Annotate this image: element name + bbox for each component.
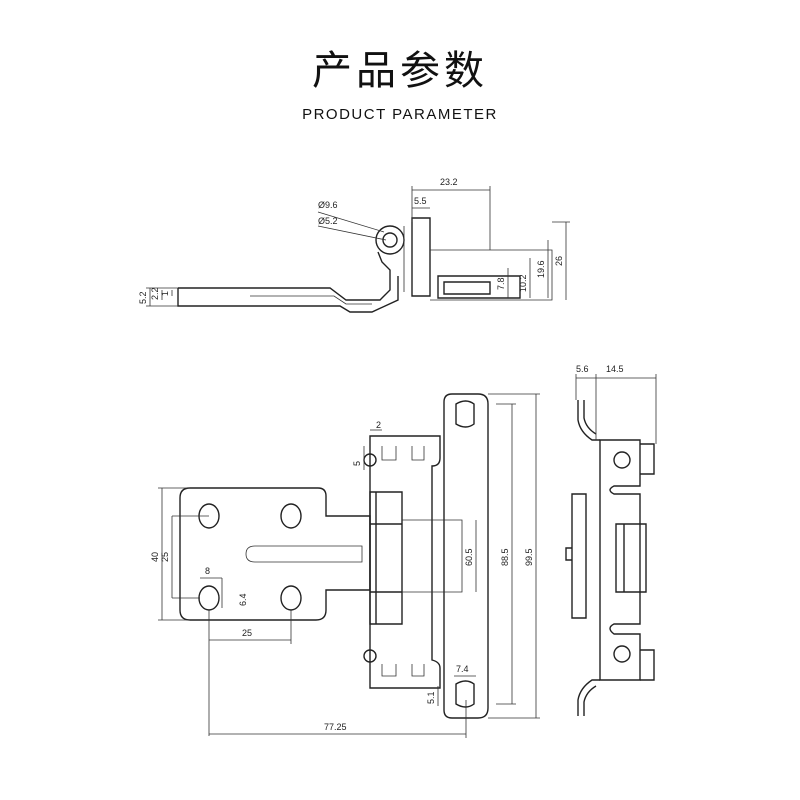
dim-7-8: 7.8 [496,277,506,290]
page-title: 产品参数 [312,48,488,94]
left-leaf-slot [245,545,363,563]
dim-99-5: 99.5 [524,548,534,566]
dim-77-25: 77.25 [324,722,347,732]
dim-2: 2 [376,420,381,430]
dim-19-6: 19.6 [536,260,546,278]
dim-8: 8 [205,566,210,576]
dim-5-2: 5.2 [138,291,148,304]
dim-5-1: 5.1 [426,691,436,704]
dim-5-5: 5.5 [414,196,427,206]
side-knuckle-outer [375,225,405,255]
end-leaf-edge [577,400,600,716]
end-plate [599,439,641,681]
side-plate [177,251,399,313]
dim-26: 26 [554,256,564,266]
leaf-hole [280,503,302,529]
mounting-plate [443,393,489,719]
side-foot [437,275,521,299]
dim-5: 5 [352,461,362,466]
leaf-hole [280,585,302,611]
end-hole-bottom [613,645,631,663]
plate-slot-top [455,400,475,428]
dim-10-2: 10.2 [518,274,528,292]
dim-1: 1 [160,291,170,296]
dim-7-4: 7.4 [456,664,469,674]
dim-14-5: 14.5 [606,364,624,374]
page-subtitle: PRODUCT PARAMETER [302,106,498,123]
side-tab [411,217,431,297]
dim-60-5: 60.5 [464,548,474,566]
dim-23-2: 23.2 [440,177,458,187]
end-view: 5.6 14.5 [565,364,657,716]
dim-6-4: 6.4 [238,593,248,606]
side-knuckle-inner [382,232,398,248]
wing-tab-hole [363,649,377,663]
plate-slot-bottom [455,680,475,708]
end-knuckle [615,523,647,593]
dim-dia-5-2: Ø5.2 [318,216,338,226]
dim-25-vertical: 25 [160,552,170,562]
left-leaf [179,487,371,621]
side-view: 23.2 5.5 Ø9.6 Ø5.2 26 19.6 10.2 7.8 5.2 … [138,177,570,313]
dim-88-5: 88.5 [500,548,510,566]
dim-5-6: 5.6 [576,364,589,374]
dim-25-horizontal: 25 [242,628,252,638]
dim-40: 40 [150,552,160,562]
dim-dia-9-6: Ø9.6 [318,200,338,210]
leaf-hole [198,585,220,611]
right-wing [369,435,441,689]
knuckle-barrel [369,491,403,625]
dim-2-2: 2.2 [150,287,160,300]
front-view: 2 5 40 25 8 6.4 25 60.5 88.5 99.5 7.4 5.… [150,393,540,738]
end-hole-top [613,451,631,469]
